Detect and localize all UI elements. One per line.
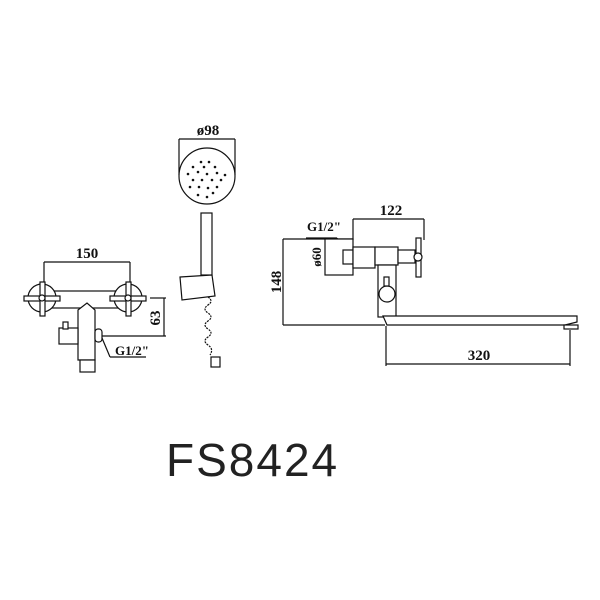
dim-60: ø60 (309, 247, 324, 267)
dim-148: 148 (269, 271, 285, 294)
hand-shower: ø98 (178, 123, 236, 368)
thread-label-front: G1/2" (115, 343, 149, 358)
dim-98: ø98 (197, 123, 220, 139)
dim-122: 122 (380, 203, 403, 219)
side-view-mixer: 148 122 G1/2" ø60 320 (269, 203, 579, 366)
model-number: FS8424 (166, 434, 340, 486)
dim-320: 320 (468, 348, 491, 364)
front-view-mixer: 150 63 G1/2" (23, 246, 166, 373)
dim-63: 63 (148, 311, 164, 326)
dim-150: 150 (76, 246, 99, 262)
thread-label-side: G1/2" (307, 219, 341, 234)
